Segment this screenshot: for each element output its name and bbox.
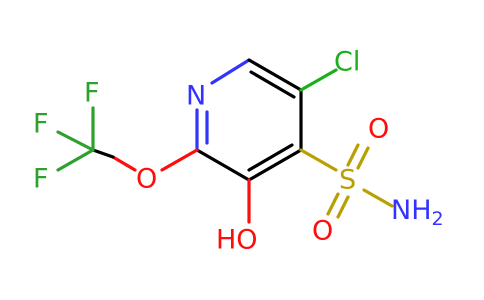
bond-c4-c3 — [247, 148, 303, 182]
atom-label-n: N — [186, 81, 206, 112]
bond-c3-c2 — [195, 148, 251, 182]
bond-c4-c3-inner — [247, 143, 294, 172]
bond-s-n — [362, 188, 394, 208]
nh-text: NH — [391, 195, 432, 226]
bond-c-f-left — [56, 130, 95, 152]
atom-label-o-top: O — [368, 114, 389, 145]
bond-n-c6 — [210, 58, 251, 85]
atom-label-f-left: F — [33, 109, 49, 140]
bond-c5-cl — [299, 68, 338, 92]
bond-c-f-bottom — [56, 148, 95, 172]
atom-label-f-top: F — [84, 78, 100, 109]
atom-label-nh2: NH2 — [391, 195, 444, 230]
bond-c2-o — [160, 148, 199, 172]
atom-label-o-bottom: O — [312, 216, 333, 247]
atom-label-oh: HO — [216, 225, 258, 256]
nh2-subscript: 2 — [432, 208, 444, 230]
bond-s-o-bottom-b — [336, 195, 350, 219]
bond-c6-c5-inner — [249, 70, 296, 99]
bond-c6-c5 — [247, 58, 303, 92]
bond-o-cf3 — [111, 155, 137, 172]
bond-s-o-top-a — [346, 143, 360, 167]
atom-label-o-ether: O — [136, 164, 157, 195]
bond-s-o-top-b — [356, 146, 370, 170]
bond-cf3-c — [91, 148, 115, 159]
atom-label-f-bottom: F — [33, 164, 49, 195]
bond-s-o-bottom-a — [326, 192, 340, 216]
bond-c4-s — [299, 148, 338, 172]
atom-label-s: S — [339, 165, 356, 196]
atom-label-cl: Cl — [334, 47, 360, 78]
